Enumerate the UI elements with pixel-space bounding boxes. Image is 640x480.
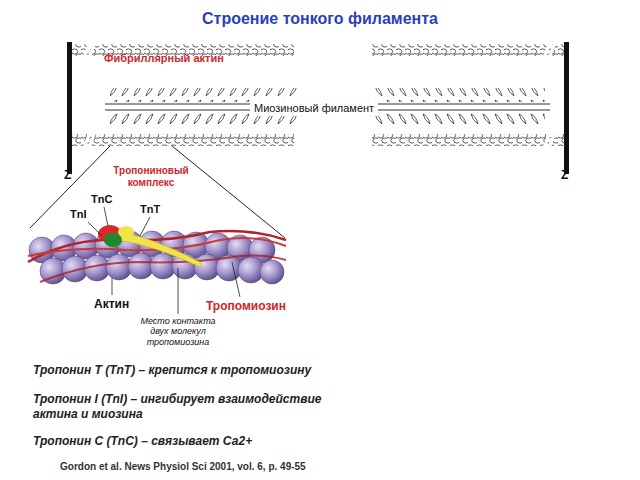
subunit-label: TnC	[91, 193, 112, 205]
z-disc-label: Z	[64, 168, 71, 182]
part-label: Тропомиозин	[206, 299, 286, 313]
citation: Gordon et al. News Physiol Sci 2001, vol…	[60, 461, 480, 472]
z-disc-label: Z	[561, 168, 568, 182]
complex-label: Тропониновый комплекс	[108, 165, 194, 189]
filament-label: Фибриллярный актин	[104, 52, 224, 64]
subunit-label: TnI	[70, 208, 87, 220]
definition-note: Тропонин С (TnC) – связывает Са2+	[33, 434, 453, 448]
subunit-label: TnT	[140, 203, 160, 215]
definition-note: Тропонин Т (TnT) – крепится к тропомиози…	[33, 363, 453, 377]
definition-note: Тропонин I (TnI) – ингибирует взаимодейс…	[33, 392, 353, 422]
filament-label: Миозиновый филамент	[250, 100, 378, 116]
diagram-title: Строение тонкого филамента	[0, 10, 640, 28]
part-label: Актин	[94, 297, 129, 311]
note-label: Место контакта двух молекул тропомиозина	[136, 316, 220, 347]
